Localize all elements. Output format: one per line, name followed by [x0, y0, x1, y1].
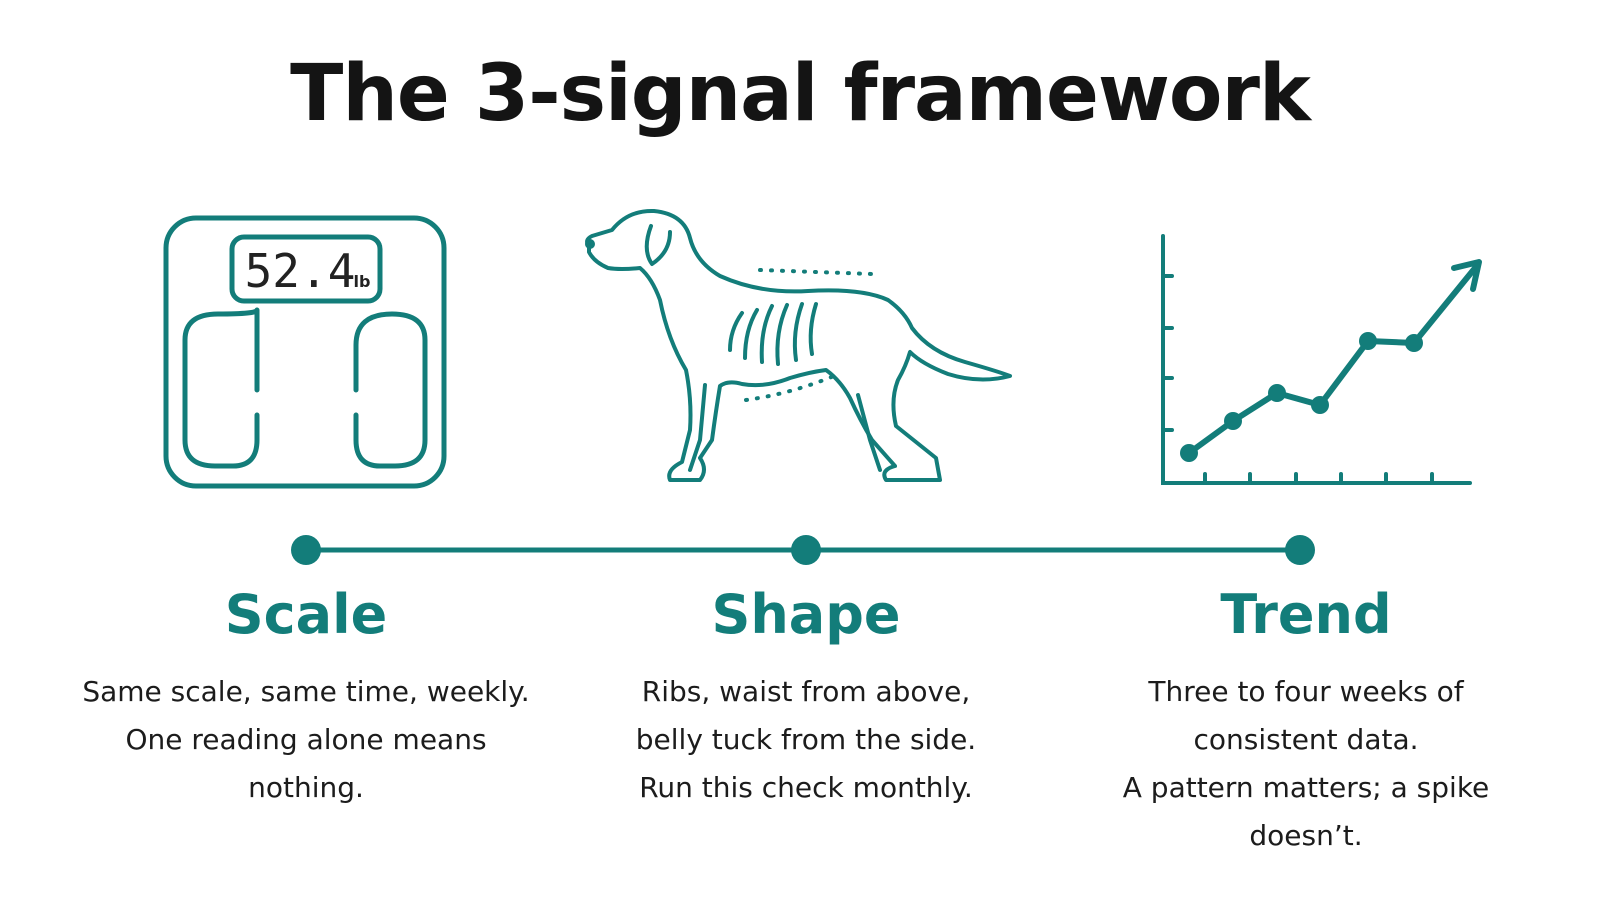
dog-silhouette-icon — [585, 208, 1012, 482]
bathroom-scale-icon — [163, 215, 447, 489]
signal-scale: Scale Same scale, same time, weekly. One… — [66, 580, 546, 812]
scale-display-unit: lb — [354, 272, 371, 291]
page-title: The 3-signal framework — [290, 49, 1311, 139]
signal-title-scale: Scale — [224, 583, 388, 646]
trend-points — [1180, 332, 1423, 462]
signal-description-shape: Ribs, waist from above, belly tuck from … — [635, 675, 977, 804]
signal-title-trend: Trend — [1220, 583, 1392, 646]
signal-description-trend: Three to four weeks of consistent data. … — [1122, 675, 1490, 852]
dotted-guides — [744, 268, 874, 402]
scale-display-value: 52.4 — [245, 244, 356, 298]
timeline-node-trend — [1285, 535, 1315, 565]
timeline-node-shape — [791, 535, 821, 565]
trend-y-ticks — [1161, 274, 1174, 432]
trend-axes — [1161, 234, 1472, 485]
timeline — [291, 535, 1315, 565]
trend-arrowhead-icon — [1451, 259, 1482, 292]
rib-lines — [728, 302, 818, 366]
signal-title-shape: Shape — [711, 583, 901, 646]
timeline-node-scale — [291, 535, 321, 565]
signal-description-scale: Same scale, same time, weekly. One readi… — [82, 675, 530, 804]
trend-x-ticks — [1203, 472, 1434, 485]
signal-trend: Trend Three to four weeks of consistent … — [1066, 580, 1546, 860]
signal-shape: Shape Ribs, waist from above, belly tuck… — [566, 580, 1046, 812]
trend-line-chart-icon — [1161, 234, 1482, 485]
